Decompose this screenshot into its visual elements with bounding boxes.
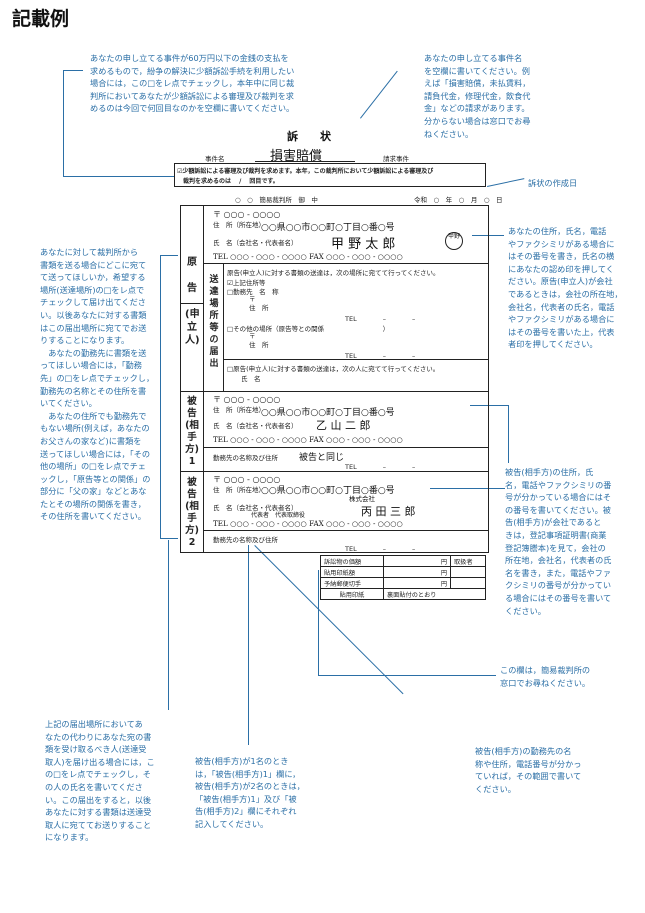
fee-handler — [450, 566, 486, 578]
connector-line — [470, 405, 508, 406]
small-claims-line1: ☑少額訴訟による審理及び裁判を求めます。本年，この裁判所において少額訴訟による審… — [177, 168, 434, 175]
note-recipient: 上記の届出場所においてあ なたの代わりにあなた宛の書 類を受け取るべき人(送達受… — [45, 719, 155, 843]
plaintiff-seal: 甲野 — [445, 232, 463, 250]
fee-amount[interactable]: 円 — [383, 566, 451, 578]
defendant1-work-tel: TEL – – — [345, 463, 416, 471]
case-name-value: 損害賠償 — [270, 149, 323, 164]
delivery-option-other[interactable]: □その他の場所（原告等との関係 ） — [227, 325, 390, 333]
fee-label: 訴訟物の価額 — [320, 555, 384, 567]
defendant1-label: 被 告 (相 手 方) 1 — [185, 396, 199, 467]
defendant1-tel[interactable]: TEL ○○○ - ○○○ - ○○○○ FAX ○○○ - ○○○ - ○○○… — [213, 435, 403, 444]
fee-row: 貼用印紙額 円 — [320, 566, 486, 578]
small-claims-box: ☑少額訴訟による審理及び裁判を求めます。本年，この裁判所において少額訴訟による審… — [174, 163, 486, 187]
page-title: 記載例 — [12, 8, 70, 30]
connector-line — [63, 70, 64, 177]
note-defendant-work: 被告(相手方)の勤務先の名 称や住所，電話番号が分かっ ていれば，その範囲で書い… — [475, 746, 582, 794]
defendant1-address[interactable]: ○○県○○市○○町○丁目○番○号 — [261, 408, 395, 418]
defendant1-name-label: 氏 名（会社名・代表者名） — [213, 422, 298, 430]
defendant2-address-label: 住 所（所在地） — [213, 486, 265, 494]
connector-line — [63, 70, 83, 71]
defendant2-work-tel: TEL – – — [345, 545, 416, 553]
recipient-name-label: 氏 名 — [241, 375, 261, 383]
defendant2-company: 株式会社 — [349, 495, 375, 503]
fee-label: 予納郵便切手 — [320, 577, 384, 589]
note-defendant-count: 被告(相手方)が1名のとき は，「被告(相手方)1」欄に， 被告(相手方)が2名… — [195, 756, 305, 829]
fee-row: 予納郵便切手 円 — [320, 577, 486, 589]
defendant2-name[interactable]: 丙 田 三 郎 — [361, 505, 416, 518]
fee-footer-row: 貼用印紙 裏面貼付のとおり — [320, 588, 486, 600]
plaintiff-name[interactable]: 甲 野 太 郎 — [331, 237, 396, 252]
delivery-label: 送 達 場 所 等 の 届 出 — [209, 275, 219, 369]
fee-footer-label: 貼用印紙 — [320, 588, 384, 600]
defendant2-address[interactable]: ○○県○○市○○町○丁目○番○号 — [261, 486, 395, 496]
defendant1-postal: 〒 ○○○ - ○○○○ — [213, 395, 281, 404]
note-small-claims: あなたの申し立てる事件が60万円以下の金銭の支払を 求めるもので，紛争の解決に少… — [90, 53, 295, 114]
connector-line — [508, 405, 509, 463]
delivery-other-tel: TEL – – — [345, 352, 416, 360]
connector-line — [430, 488, 505, 489]
connector-line — [168, 540, 169, 710]
form-heading: 訴 状 — [287, 130, 331, 143]
delivery-other-address: 〒 住 所 — [249, 332, 269, 349]
note-case-name: あなたの申し立てる事件名 を空欄に書いてください。例 えば「損害賠償，未払賃料，… — [424, 53, 531, 139]
fee-amount[interactable]: 円 — [383, 555, 451, 567]
defendant2-work-label: 勤務先の名称及び住所 — [213, 536, 278, 544]
connector-line — [63, 176, 175, 177]
case-name-label: 事件名 — [205, 155, 225, 163]
plaintiff-name-label: 氏 名（会社名・代表者名） — [213, 239, 298, 247]
plaintiff-label: 原 告 (申 立 人) — [185, 257, 200, 346]
complaint-form: 原 告 (申 立 人) 〒 ○○○ - ○○○○ 住 所（所在地） ○○県○○市… — [180, 205, 489, 553]
defendant2-label: 被 告 (相 手 方) 2 — [185, 477, 199, 548]
delivery-option-workplace[interactable]: □勤務先 名 称 — [227, 288, 279, 296]
small-claims-line2: 裁判を求めるのは / 回目です。 — [183, 178, 279, 185]
fee-handler: 取扱者 — [450, 555, 486, 567]
fee-footer-value: 裏面貼付のとおり — [383, 588, 486, 600]
defendant1-work[interactable]: 被告と同じ — [299, 453, 345, 463]
connector-line — [160, 255, 178, 256]
recipient-option[interactable]: □原告(申立人)に対する書類の送達は，次の人に宛てて行ってください。 — [227, 365, 440, 373]
note-delivery-place: あなたに対して裁判所から 書類を送る場合にどこに宛て て送ってほしいか，希望する… — [40, 247, 155, 522]
delivery-intro: 原告(申立人)に対する書類の送達は，次の場所に宛てて行ってください。 — [227, 269, 440, 277]
connector-line — [318, 675, 496, 676]
fee-amount[interactable]: 円 — [383, 577, 451, 589]
fee-row: 訴訟物の価額 円 取扱者 — [320, 555, 486, 567]
delivery-workplace-tel: TEL – – — [345, 315, 416, 323]
delivery-option-address[interactable]: ☑上記住所等 — [227, 279, 266, 287]
plaintiff-address[interactable]: ○○県○○市○○町○丁目○番○号 — [261, 223, 395, 233]
defendant1-name[interactable]: 乙 山 二 郎 — [316, 419, 371, 432]
delivery-workplace-address: 〒 住 所 — [249, 295, 269, 312]
court-line: ○ ○ 簡易裁判所 御 中 — [235, 196, 318, 204]
fee-handler — [450, 577, 486, 589]
note-fee-box: この欄は，簡易裁判所の 窓口でお尋ねください。 — [500, 665, 591, 688]
connector-line — [248, 545, 249, 745]
connector-line — [160, 255, 161, 539]
note-defendant: 被告(相手方)の住所，氏 名，電話やファクシミリの番 号が分かっている場合にはそ… — [505, 467, 612, 616]
fee-table: 訴訟物の価額 円 取扱者 貼用印紙額 円 予納郵便切手 円 貼用印紙 裏面貼付の… — [320, 555, 486, 600]
defendant1-address-label: 住 所（所在地） — [213, 406, 265, 414]
fee-label: 貼用印紙額 — [320, 566, 384, 578]
defendant1-work-label: 勤務先の名称及び住所 — [213, 454, 278, 462]
defendant2-rep: 代表者 代表取締役 — [251, 512, 306, 519]
note-date: 訴状の作成日 — [528, 178, 578, 188]
defendant2-name-label: 氏 名（会社名・代表者名） — [213, 504, 298, 512]
connector-line — [160, 538, 178, 539]
plaintiff-postal: 〒 ○○○ - ○○○○ — [213, 210, 281, 219]
case-suffix-label: 請求事件 — [383, 155, 409, 163]
note-plaintiff: あなたの住所，氏名，電話 やファクシミリがある場合に はその番号を書き，氏名の横… — [508, 226, 623, 350]
plaintiff-tel[interactable]: TEL ○○○ - ○○○ - ○○○○ FAX ○○○ - ○○○ - ○○○… — [213, 252, 403, 261]
connector-line — [487, 178, 525, 187]
date-line: 令和 ○ 年 ○ 月 ○ 日 — [414, 196, 503, 204]
defendant2-tel[interactable]: TEL ○○○ - ○○○ - ○○○○ FAX ○○○ - ○○○ - ○○○… — [213, 519, 403, 528]
connector-line — [318, 570, 319, 675]
plaintiff-address-label: 住 所（所在地） — [213, 221, 265, 229]
defendant2-postal: 〒 ○○○ - ○○○○ — [213, 475, 281, 484]
connector-line — [360, 70, 398, 119]
